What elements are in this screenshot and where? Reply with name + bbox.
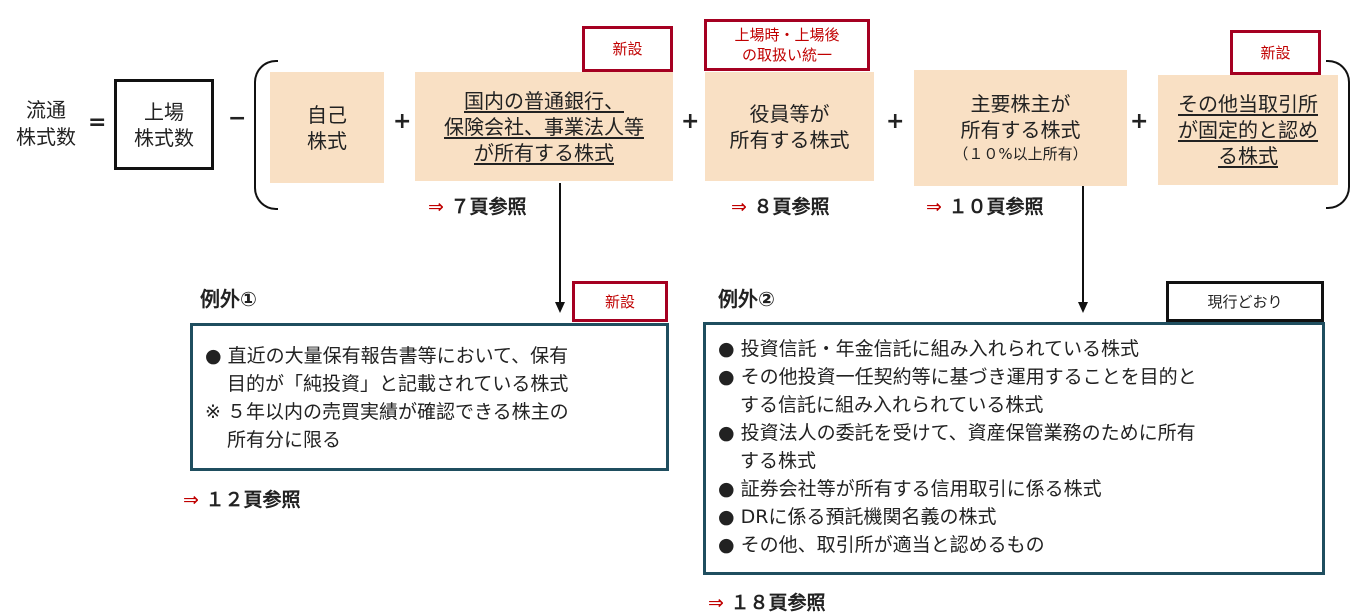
label-line: 所有する株式: [729, 127, 850, 152]
list-item: ● その他、取引所が適当と認めるもの: [718, 534, 1045, 556]
domestic-corporate-shares-box: 国内の普通銀行、保険会社、事業法人等が所有する株式: [415, 72, 673, 181]
new-tag: 新設: [1230, 30, 1321, 75]
ownership-note: （１０%以上所有）: [953, 145, 1088, 163]
current-practice-tag: 現行どおり: [1166, 281, 1324, 322]
tag-line: 上場時・上場後: [734, 26, 840, 44]
plus-sign: +: [886, 109, 905, 134]
exception1-panel: ● 直近の大量保有報告書等において、保有 目的が「純投資」と記載されている株式 …: [190, 323, 669, 471]
note-item: 所有分に限る: [227, 429, 342, 451]
exception2-title: 例外②: [718, 287, 775, 311]
exception1-title: 例外①: [200, 287, 257, 311]
arrow-icon: ⇒: [183, 489, 199, 511]
equals-sign: =: [88, 110, 107, 135]
arrow-icon: ⇒: [428, 196, 444, 218]
page-ref-12[interactable]: ⇒ １２頁参照: [183, 485, 301, 512]
floating-shares-label: 流通株式数: [8, 97, 84, 151]
listed-shares-box: 上場株式数: [114, 79, 214, 170]
treasury-shares-box: 自己株式: [270, 72, 384, 183]
arrow-head-1: [555, 302, 565, 313]
list-item: ● 直近の大量保有報告書等において、保有: [205, 345, 569, 367]
label-line: が所有する株式: [474, 140, 614, 165]
label-line: 保険会社、事業法人等: [444, 114, 644, 139]
label-line: 株式数: [16, 125, 76, 149]
label-line: 上場: [144, 99, 184, 124]
plus-sign: +: [1130, 109, 1149, 134]
list-item: ● DRに係る預託機関名義の株式: [718, 506, 997, 528]
page-ref-7[interactable]: ⇒ ７頁参照: [428, 192, 527, 219]
ref-text: ８頁参照: [753, 196, 830, 218]
label-line: 株式数: [134, 125, 194, 150]
list-item: ● 投資信託・年金信託に組み入れられている株式: [718, 338, 1140, 360]
label-line: 役員等が: [749, 101, 830, 126]
list-item: ● 証券会社等が所有する信用取引に係る株式: [718, 478, 1102, 500]
label-line: が固定的と認め: [1178, 118, 1318, 142]
page-ref-10[interactable]: ⇒ １０頁参照: [926, 192, 1044, 219]
ref-text: １８頁参照: [730, 592, 826, 614]
label-line: 流通: [26, 98, 66, 122]
exception2-panel: ● 投資信託・年金信託に組み入れられている株式 ● その他投資一任契約等に基づき…: [703, 322, 1325, 575]
other-fixed-shares-box: その他当取引所が固定的と認める株式: [1158, 75, 1338, 185]
new-tag: 新設: [572, 281, 668, 322]
arrow-icon: ⇒: [708, 592, 724, 614]
page-ref-18[interactable]: ⇒ １８頁参照: [708, 588, 826, 615]
arrow-icon: ⇒: [731, 196, 747, 218]
new-tag: 新設: [582, 26, 673, 72]
list-item: する信託に組み入れられている株式: [740, 394, 1044, 416]
list-item: 目的が「純投資」と記載されている株式: [227, 373, 569, 395]
label-line: 所有する株式: [960, 118, 1081, 142]
label-line: 株式: [307, 128, 347, 153]
list-item: する株式: [740, 450, 817, 472]
ref-text: ７頁参照: [450, 196, 527, 218]
major-shareholder-box: 主要株主が所有する株式 （１０%以上所有）: [914, 70, 1127, 186]
label-line: る株式: [1218, 144, 1278, 168]
page-ref-8[interactable]: ⇒ ８頁参照: [731, 192, 830, 219]
list-item: ● 投資法人の委託を受けて、資産保管業務のために所有: [718, 422, 1196, 444]
ref-text: １０頁参照: [948, 196, 1044, 218]
label-line: 国内の普通銀行、: [464, 88, 624, 113]
unified-treatment-tag: 上場時・上場後の取扱い統一: [704, 19, 870, 71]
tag-line: の取扱い統一: [741, 46, 832, 64]
minus-sign: −: [228, 106, 247, 131]
arrow-head-2: [1078, 302, 1088, 313]
label-line: 自己: [307, 102, 347, 127]
note-item: ※ ５年以内の売買実績が確認できる株主の: [205, 401, 569, 423]
list-item: ● その他投資一任契約等に基づき運用することを目的と: [718, 366, 1197, 388]
arrow-icon: ⇒: [926, 196, 942, 218]
label-line: その他当取引所: [1178, 92, 1318, 116]
plus-sign: +: [393, 109, 412, 134]
label-line: 主要株主が: [970, 92, 1071, 116]
ref-text: １２頁参照: [205, 489, 301, 511]
officer-shares-box: 役員等が所有する株式: [705, 72, 874, 181]
plus-sign: +: [681, 109, 700, 134]
